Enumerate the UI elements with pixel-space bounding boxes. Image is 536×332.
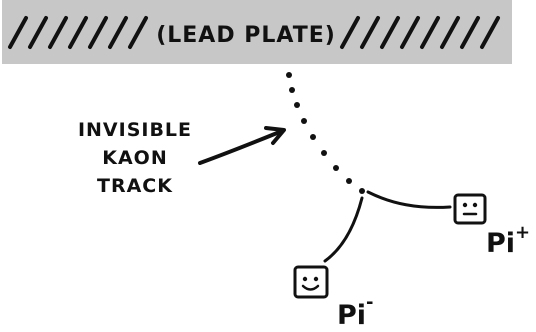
neutral-face-box-icon	[455, 195, 485, 223]
lead-plate: (LEAD PLATE)	[2, 0, 512, 64]
annotation-line-1: INVISIBLE	[78, 119, 192, 141]
pi-minus-charge: -	[366, 292, 373, 313]
pi-minus-label: Pi-	[337, 292, 374, 331]
plate-label: (LEAD PLATE)	[156, 23, 336, 48]
pi-plus-track	[368, 192, 450, 207]
kaon-track-dotted	[286, 72, 365, 194]
pi-plus-base: Pi	[486, 228, 515, 259]
pi-minus-base: Pi	[337, 300, 366, 331]
annotation-line-2: KAON	[102, 147, 167, 169]
pi-plus-charge: +	[515, 222, 530, 243]
kaon-track-annotation: INVISIBLE KAON TRACK	[78, 119, 192, 197]
svg-text:Pi-: Pi-	[337, 292, 374, 331]
pi-minus-track	[325, 198, 362, 261]
annotation-line-3: TRACK	[97, 175, 173, 197]
annotation-arrow	[200, 128, 284, 163]
svg-text:Pi+: Pi+	[486, 222, 530, 259]
pi-plus-label: Pi+	[486, 222, 530, 259]
smiling-face-box-icon	[295, 267, 327, 297]
